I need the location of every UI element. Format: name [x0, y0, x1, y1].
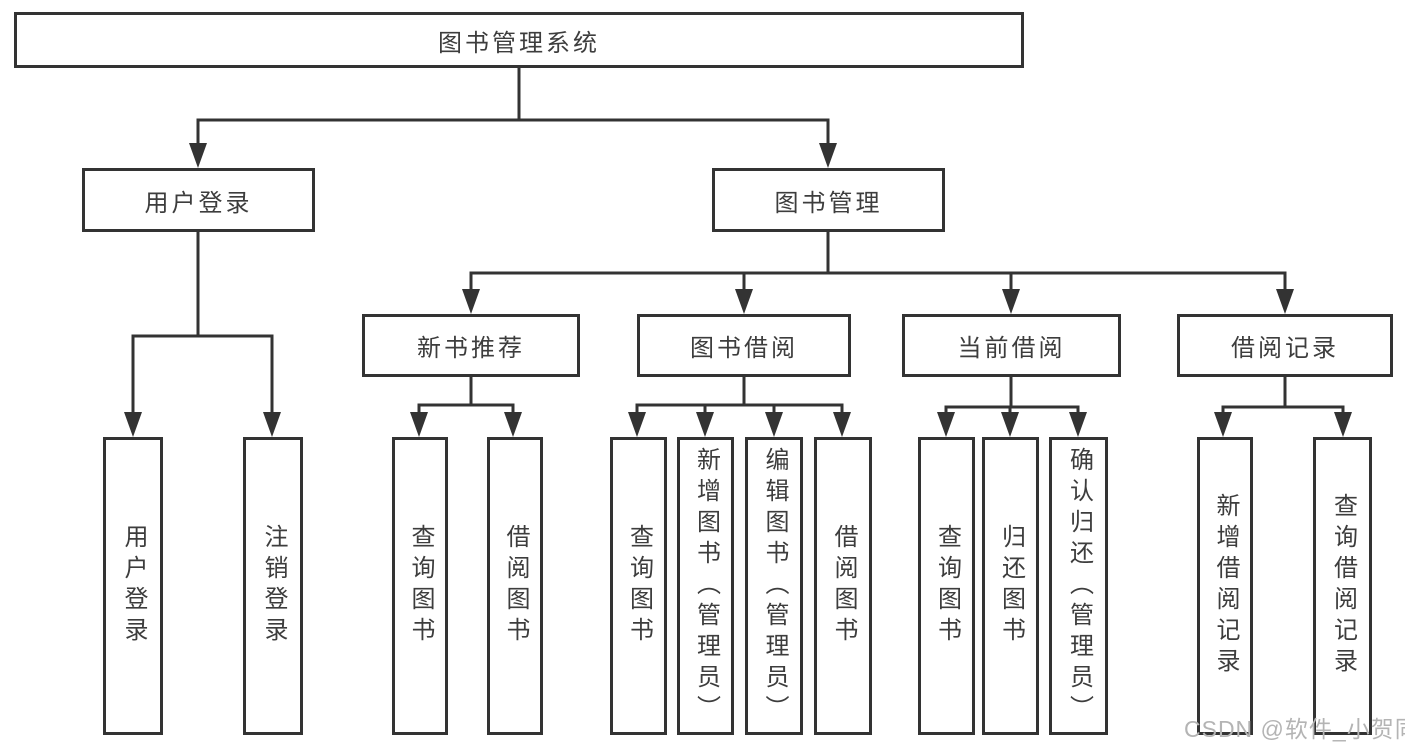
- arrowheads-recommend-branch: [410, 412, 522, 437]
- leaf-recommend-borrow-books-label: 借阅图书: [502, 524, 529, 648]
- node-user-login-label: 用户登录: [144, 189, 253, 217]
- connector-records-branch: [1221, 377, 1345, 414]
- node-current-borrowing: 当前借阅: [902, 314, 1121, 377]
- connector-borrowing-branch: [635, 377, 844, 414]
- leaf-recommend-query-books: 查询图书: [392, 437, 448, 735]
- leaf-borrowing-borrow-books-label: 借阅图书: [830, 524, 857, 648]
- leaf-borrowing-query-books: 查询图书: [610, 437, 667, 735]
- node-new-book-recommend-label: 新书推荐: [417, 335, 525, 362]
- node-borrowing-records: 借阅记录: [1177, 314, 1393, 377]
- node-new-book-recommend: 新书推荐: [362, 314, 580, 377]
- node-root: 图书管理系统: [14, 12, 1024, 68]
- leaf-recommend-borrow-books: 借阅图书: [487, 437, 543, 735]
- leaf-records-query-record: 查询借阅记录: [1313, 437, 1372, 735]
- leaf-current-confirm-return-label: 确认归还（管理员）: [1065, 446, 1093, 726]
- node-book-management: 图书管理: [712, 168, 945, 232]
- leaf-current-confirm-return: 确认归还（管理员）: [1049, 437, 1108, 735]
- leaf-recommend-query-books-label: 查询图书: [407, 524, 434, 648]
- leaf-records-add-record: 新增借阅记录: [1197, 437, 1253, 735]
- leaf-current-return-books: 归还图书: [982, 437, 1039, 735]
- arrowheads-borrowing-branch: [628, 412, 851, 437]
- leaf-borrowing-borrow-books: 借阅图书: [814, 437, 872, 735]
- connector-recommend-branch: [417, 377, 515, 414]
- leaf-current-query-books: 查询图书: [918, 437, 975, 735]
- connector-user-login-branch: [131, 232, 274, 414]
- leaf-records-add-record-label: 新增借阅记录: [1212, 493, 1239, 679]
- leaf-borrowing-add-books: 新增图书（管理员）: [677, 437, 734, 735]
- node-current-borrowing-label: 当前借阅: [957, 335, 1066, 362]
- leaf-logout-label: 注销登录: [260, 524, 287, 648]
- csdn-watermark: CSDN @软件_小贺同学: [1184, 716, 1405, 742]
- connector-root-to-level2: [196, 66, 830, 147]
- leaf-borrowing-query-books-label: 查询图书: [625, 524, 653, 648]
- arrowheads-level2: [189, 143, 837, 168]
- arrowheads-current-branch: [937, 412, 1087, 437]
- leaf-borrowing-edit-books: 编辑图书（管理员）: [745, 437, 803, 735]
- node-borrowing-records-label: 借阅记录: [1231, 335, 1339, 362]
- node-book-borrowing: 图书借阅: [637, 314, 851, 377]
- node-book-management-label: 图书管理: [774, 189, 883, 217]
- leaf-current-return-books-label: 归还图书: [997, 524, 1025, 648]
- node-book-borrowing-label: 图书借阅: [690, 335, 798, 362]
- leaf-borrowing-add-books-label: 新增图书（管理员）: [692, 446, 720, 726]
- connector-book-management-branch: [469, 232, 1287, 292]
- leaf-records-query-record-label: 查询借阅记录: [1329, 493, 1357, 679]
- leaf-current-query-books-label: 查询图书: [933, 524, 961, 648]
- arrowheads-records-branch: [1214, 412, 1352, 437]
- leaf-logout: 注销登录: [243, 437, 303, 735]
- leaf-user-login: 用户登录: [103, 437, 163, 735]
- leaf-borrowing-edit-books-label: 编辑图书（管理员）: [761, 446, 788, 726]
- node-user-login: 用户登录: [82, 168, 315, 232]
- leaf-user-login-label: 用户登录: [120, 524, 147, 648]
- arrowheads-book-management-branch: [462, 289, 1294, 314]
- node-root-label: 图书管理系统: [438, 29, 600, 57]
- arrowheads-user-login-branch: [124, 412, 281, 437]
- connector-current-branch: [944, 377, 1080, 414]
